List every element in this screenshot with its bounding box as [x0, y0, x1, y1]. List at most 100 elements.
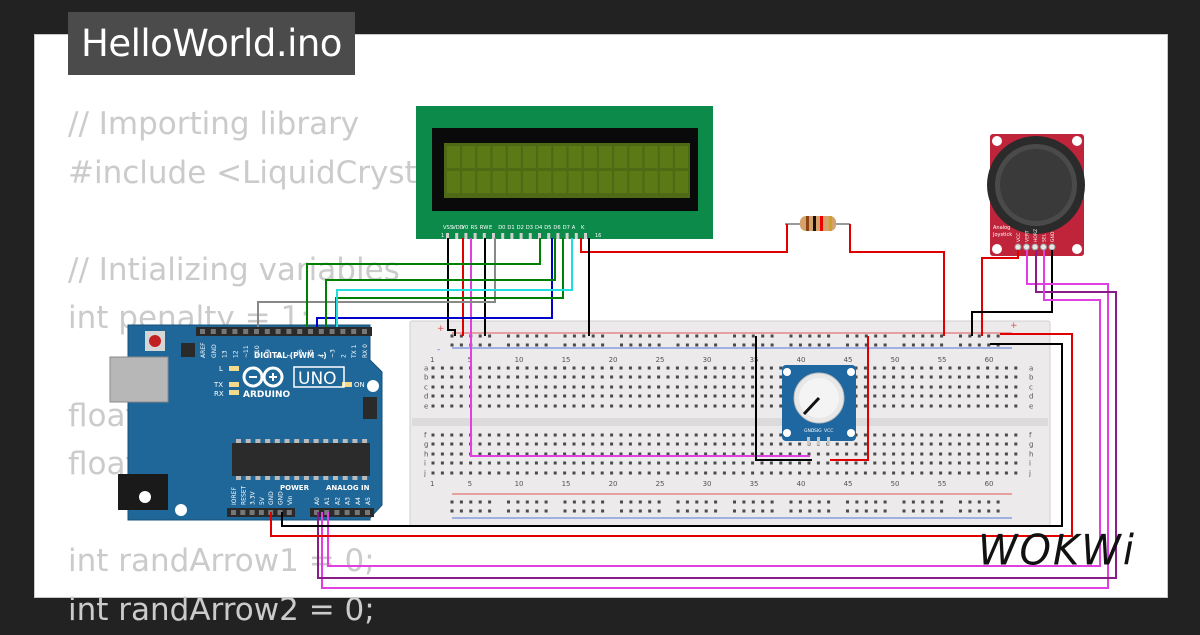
breadboard-hole[interactable] — [638, 471, 642, 475]
breadboard-hole[interactable] — [986, 442, 990, 446]
breadboard-hole[interactable] — [525, 375, 529, 379]
breadboard-hole[interactable] — [431, 375, 435, 379]
rail-hole[interactable] — [657, 343, 661, 347]
breadboard-hole[interactable] — [563, 471, 567, 475]
breadboard-hole[interactable] — [760, 461, 764, 465]
breadboard-hole[interactable] — [957, 433, 961, 437]
arduino-digital-pin[interactable] — [308, 329, 313, 334]
breadboard-hole[interactable] — [779, 404, 783, 408]
breadboard-hole[interactable] — [957, 404, 961, 408]
breadboard-hole[interactable] — [666, 442, 670, 446]
breadboard-hole[interactable] — [459, 394, 463, 398]
breadboard-hole[interactable] — [544, 366, 548, 370]
breadboard-hole[interactable] — [760, 385, 764, 389]
breadboard-hole[interactable] — [873, 404, 877, 408]
rail-hole[interactable] — [525, 509, 529, 513]
breadboard-hole[interactable] — [920, 452, 924, 456]
breadboard-hole[interactable] — [863, 461, 867, 465]
breadboard-hole[interactable] — [440, 394, 444, 398]
rail-hole[interactable] — [714, 500, 718, 504]
breadboard-hole[interactable] — [760, 452, 764, 456]
breadboard-hole[interactable] — [976, 404, 980, 408]
rail-hole[interactable] — [695, 500, 699, 504]
rail-hole[interactable] — [742, 500, 746, 504]
breadboard-hole[interactable] — [591, 385, 595, 389]
breadboard-hole[interactable] — [619, 452, 623, 456]
breadboard-hole[interactable] — [685, 442, 689, 446]
breadboard-hole[interactable] — [722, 433, 726, 437]
rail-hole[interactable] — [987, 343, 991, 347]
breadboard-hole[interactable] — [478, 433, 482, 437]
rail-hole[interactable] — [572, 500, 576, 504]
joystick-pin[interactable] — [1014, 243, 1022, 251]
breadboard-hole[interactable] — [741, 366, 745, 370]
breadboard-hole[interactable] — [910, 366, 914, 370]
breadboard-hole[interactable] — [929, 366, 933, 370]
breadboard-hole[interactable] — [882, 366, 886, 370]
rail-hole[interactable] — [601, 343, 605, 347]
breadboard-hole[interactable] — [901, 452, 905, 456]
breadboard-hole[interactable] — [788, 461, 792, 465]
rail-hole[interactable] — [789, 500, 793, 504]
breadboard-hole[interactable] — [459, 375, 463, 379]
breadboard-hole[interactable] — [506, 442, 510, 446]
rail-hole[interactable] — [714, 343, 718, 347]
breadboard-hole[interactable] — [657, 375, 661, 379]
breadboard-hole[interactable] — [741, 394, 745, 398]
breadboard-hole[interactable] — [741, 404, 745, 408]
rail-hole[interactable] — [620, 343, 623, 347]
rail-hole[interactable] — [535, 500, 539, 504]
breadboard-hole[interactable] — [967, 471, 971, 475]
rail-hole[interactable] — [572, 343, 576, 347]
breadboard-hole[interactable] — [826, 471, 830, 475]
arduino-digital-pin[interactable] — [362, 329, 367, 334]
breadboard-hole[interactable] — [572, 442, 576, 446]
rail-hole[interactable] — [704, 343, 708, 347]
breadboard-hole[interactable] — [459, 404, 463, 408]
breadboard-hole[interactable] — [553, 433, 557, 437]
breadboard-hole[interactable] — [873, 366, 877, 370]
rail-hole[interactable] — [930, 500, 934, 504]
breadboard-hole[interactable] — [939, 452, 943, 456]
breadboard-hole[interactable] — [779, 452, 783, 456]
breadboard-hole[interactable] — [685, 461, 689, 465]
rail-hole[interactable] — [940, 509, 944, 513]
breadboard-hole[interactable] — [610, 366, 614, 370]
breadboard-hole[interactable] — [873, 452, 877, 456]
rail-hole[interactable] — [987, 509, 991, 513]
breadboard-hole[interactable] — [478, 442, 482, 446]
breadboard-hole[interactable] — [995, 461, 999, 465]
breadboard-hole[interactable] — [929, 433, 933, 437]
breadboard-hole[interactable] — [967, 375, 971, 379]
rail-hole[interactable] — [817, 509, 821, 513]
breadboard-hole[interactable] — [478, 385, 482, 389]
breadboard-hole[interactable] — [901, 375, 905, 379]
breadboard-hole[interactable] — [506, 366, 510, 370]
breadboard-hole[interactable] — [741, 452, 745, 456]
breadboard-hole[interactable] — [1014, 366, 1018, 370]
breadboard-hole[interactable] — [957, 442, 961, 446]
breadboard-hole[interactable] — [450, 366, 454, 370]
breadboard-hole[interactable] — [741, 442, 745, 446]
breadboard-hole[interactable] — [675, 442, 679, 446]
lcd-pin[interactable] — [510, 233, 514, 239]
breadboard-hole[interactable] — [769, 366, 773, 370]
joystick-pin[interactable] — [1040, 243, 1047, 251]
lcd-pin[interactable] — [455, 233, 459, 239]
breadboard-hole[interactable] — [713, 433, 717, 437]
breadboard-hole[interactable] — [713, 366, 717, 370]
breadboard-hole[interactable] — [713, 375, 717, 379]
breadboard-hole[interactable] — [910, 471, 914, 475]
breadboard-hole[interactable] — [431, 404, 435, 408]
breadboard-hole[interactable] — [525, 394, 529, 398]
breadboard-hole[interactable] — [497, 433, 501, 437]
breadboard-hole[interactable] — [619, 375, 623, 379]
rail-hole[interactable] — [911, 509, 915, 513]
breadboard-hole[interactable] — [967, 461, 971, 465]
breadboard-hole[interactable] — [882, 461, 886, 465]
rail-hole[interactable] — [582, 343, 586, 347]
rail-hole[interactable] — [902, 343, 906, 347]
rail-hole[interactable] — [977, 334, 981, 338]
lcd-pin[interactable] — [519, 233, 523, 239]
breadboard-hole[interactable] — [534, 385, 538, 389]
